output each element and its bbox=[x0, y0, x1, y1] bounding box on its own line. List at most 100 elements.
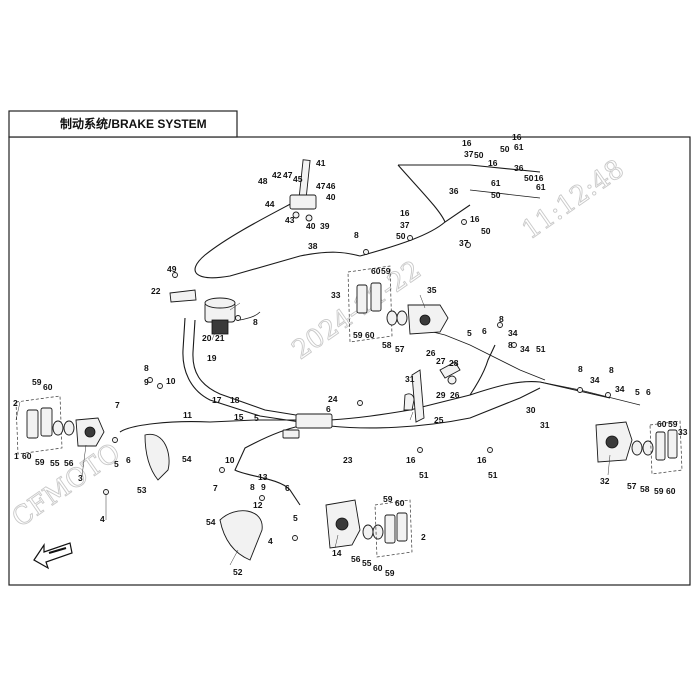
callout-61b: 61 bbox=[491, 178, 501, 188]
callout-32: 32 bbox=[600, 476, 610, 486]
callout-16g: 16 bbox=[406, 455, 416, 465]
callout-2b: 2 bbox=[421, 532, 426, 542]
callout-1: 1 bbox=[14, 451, 19, 461]
callout-55a: 55 bbox=[50, 458, 60, 468]
caliper-top-right bbox=[347, 265, 449, 343]
callout-labels: 41 42 47 45 48 47 46 40 44 43 40 39 38 8… bbox=[13, 132, 688, 578]
callout-44: 44 bbox=[265, 199, 275, 209]
callout-10b: 10 bbox=[225, 455, 235, 465]
callout-8d: 8 bbox=[508, 340, 513, 350]
callout-23: 23 bbox=[343, 455, 353, 465]
callout-34a: 34 bbox=[508, 328, 518, 338]
callout-53: 53 bbox=[137, 485, 147, 495]
diagram-frame bbox=[8, 136, 691, 586]
caliper-right bbox=[595, 420, 683, 475]
callout-29: 29 bbox=[436, 390, 446, 400]
callout-45: 45 bbox=[293, 174, 303, 184]
callout-33b: 33 bbox=[678, 427, 688, 437]
callout-56a: 56 bbox=[64, 458, 74, 468]
callout-36b: 36 bbox=[449, 186, 459, 196]
callout-30: 30 bbox=[526, 405, 536, 415]
callout-6a: 6 bbox=[482, 326, 487, 336]
callout-52: 52 bbox=[233, 567, 243, 577]
callout-16c: 16 bbox=[488, 158, 498, 168]
callout-34b: 34 bbox=[520, 344, 530, 354]
callout-6d: 6 bbox=[326, 404, 331, 414]
callout-16f: 16 bbox=[470, 214, 480, 224]
callout-60f: 60 bbox=[22, 451, 32, 461]
callout-50c: 50 bbox=[491, 190, 501, 200]
callout-61c: 61 bbox=[536, 182, 546, 192]
callout-57a: 57 bbox=[395, 344, 405, 354]
callout-8g: 8 bbox=[144, 363, 149, 373]
callout-16e: 16 bbox=[400, 208, 410, 218]
callout-59a: 59 bbox=[381, 266, 391, 276]
callout-34c: 34 bbox=[590, 375, 600, 385]
callout-16b: 16 bbox=[512, 132, 522, 142]
diagram-title: 制动系统/BRAKE SYSTEM bbox=[60, 116, 207, 131]
callout-11: 11 bbox=[183, 410, 192, 420]
callout-25: 25 bbox=[434, 415, 444, 425]
callout-5e: 5 bbox=[293, 513, 298, 523]
callout-4a: 4 bbox=[100, 514, 105, 524]
callout-38: 38 bbox=[308, 241, 318, 251]
callout-49: 49 bbox=[167, 264, 177, 274]
callout-50b: 50 bbox=[500, 144, 510, 154]
caliper-front-left bbox=[15, 395, 105, 455]
callout-39: 39 bbox=[320, 221, 330, 231]
disc-guard-left bbox=[144, 434, 170, 481]
callout-17: 17 bbox=[212, 395, 222, 405]
callout-50a: 50 bbox=[474, 150, 484, 160]
callout-43: 43 bbox=[285, 215, 295, 225]
callout-60c: 60 bbox=[657, 419, 667, 429]
callout-10: 10 bbox=[166, 376, 176, 386]
callout-47b: 47 bbox=[316, 181, 326, 191]
callout-59h: 59 bbox=[385, 568, 395, 578]
callout-27: 27 bbox=[436, 356, 446, 366]
callout-31b: 31 bbox=[540, 420, 550, 430]
callout-20: 20 bbox=[202, 333, 212, 343]
callout-58a: 58 bbox=[382, 340, 392, 350]
callout-40: 40 bbox=[326, 192, 336, 202]
callout-37a: 37 bbox=[464, 149, 474, 159]
callout-12: 12 bbox=[253, 500, 263, 510]
callout-59b: 59 bbox=[353, 330, 363, 340]
brake-lines bbox=[119, 164, 641, 506]
callout-59e: 59 bbox=[32, 377, 42, 387]
brake-master-cylinder bbox=[169, 289, 236, 335]
callout-60h: 60 bbox=[373, 563, 383, 573]
callout-42: 42 bbox=[272, 170, 282, 180]
callout-16h: 16 bbox=[477, 455, 487, 465]
callout-59d: 59 bbox=[654, 486, 664, 496]
callout-9: 9 bbox=[144, 377, 149, 387]
callout-6b: 6 bbox=[646, 387, 651, 397]
callout-46: 46 bbox=[326, 181, 336, 191]
callout-60e: 60 bbox=[43, 382, 53, 392]
callout-61a: 61 bbox=[514, 142, 524, 152]
callout-34d: 34 bbox=[615, 384, 625, 394]
callout-51c: 51 bbox=[488, 470, 498, 480]
callout-8a: 8 bbox=[354, 230, 359, 240]
callout-5c: 5 bbox=[114, 459, 119, 469]
callout-3: 3 bbox=[78, 473, 83, 483]
front-direction-arrow-icon bbox=[33, 542, 73, 570]
callout-60a: 60 bbox=[371, 266, 381, 276]
brake-pedal bbox=[403, 361, 461, 423]
callout-37c: 37 bbox=[459, 238, 469, 248]
callout-24: 24 bbox=[328, 394, 338, 404]
callout-51a: 51 bbox=[536, 344, 546, 354]
callout-33a: 33 bbox=[331, 290, 341, 300]
callout-6e: 6 bbox=[285, 483, 290, 493]
callout-5b: 5 bbox=[635, 387, 640, 397]
callout-37b: 37 bbox=[400, 220, 410, 230]
callout-4b: 4 bbox=[268, 536, 273, 546]
callout-47: 47 bbox=[283, 170, 293, 180]
handlebar-brake-lever bbox=[289, 159, 317, 222]
callout-8h: 8 bbox=[250, 482, 255, 492]
callout-48: 48 bbox=[258, 176, 268, 186]
callout-22: 22 bbox=[151, 286, 161, 296]
callout-6c: 6 bbox=[126, 455, 131, 465]
callout-60d: 60 bbox=[666, 486, 676, 496]
callout-50f: 50 bbox=[481, 226, 491, 236]
callout-40b: 40 bbox=[306, 221, 316, 231]
